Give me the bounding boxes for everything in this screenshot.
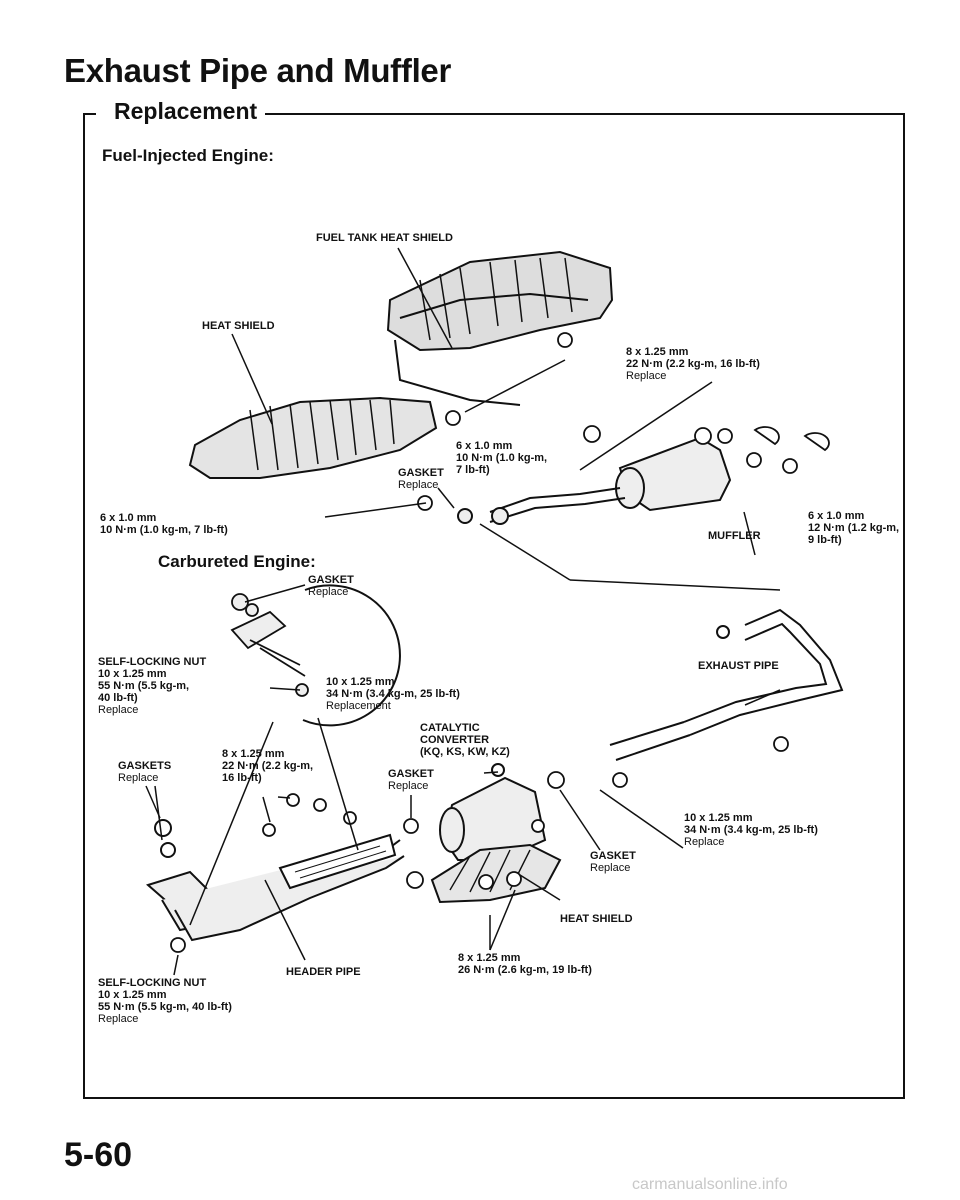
spec-line: GASKET	[308, 574, 354, 586]
spec-line: 22 N·m (2.2 kg-m, 16 lb-ft)	[626, 358, 760, 370]
spec-line: GASKETS	[118, 760, 172, 772]
gasket-flange-detail	[230, 593, 309, 697]
label-exhaust-pipe: EXHAUST PIPE	[698, 660, 779, 672]
spec-line: 10 N·m (1.0 kg-m,	[456, 452, 548, 464]
fuel-tank-heat-shield	[386, 250, 614, 406]
spec-line: 10 x 1.25 mm	[98, 989, 167, 1001]
detail-circle	[302, 584, 401, 727]
spec-line: 8 x 1.25 mm	[626, 346, 689, 358]
spec-line: 40 lb-ft)	[98, 692, 138, 704]
spec-line: GASKET	[398, 467, 444, 479]
header-pipe	[145, 819, 405, 942]
spec-line: Replace	[684, 836, 725, 848]
spec-line: 6 x 1.0 mm	[100, 512, 157, 524]
spec-line: 55 N·m (5.5 kg-m,	[98, 680, 190, 692]
carb-leader-lines	[145, 584, 781, 976]
spec-line: 22 N·m (2.2 kg-m,	[222, 760, 314, 772]
spec-line: Replace	[98, 704, 139, 716]
spec-line: 7 lb-ft)	[456, 464, 490, 476]
spec-line: 6 x 1.0 mm	[456, 440, 513, 452]
spec-line: 16 lb-ft)	[222, 772, 262, 784]
label-gasket-carb-top: GASKET Replace	[308, 574, 354, 598]
carbureted-heading: Carbureted Engine:	[158, 552, 316, 571]
self-locking-nut-bottom: SELF-LOCKING NUT 10 x 1.25 mm 55 N·m (5.…	[98, 977, 232, 1025]
spec-line: CATALYTIC	[420, 722, 480, 734]
spec-line: 10 x 1.25 mm	[98, 668, 167, 680]
spec-10x125-right: 10 x 1.25 mm 34 N·m (3.4 kg-m, 25 lb-ft)…	[684, 812, 818, 848]
spec-line: 8 x 1.25 mm	[222, 748, 285, 760]
spec-line: 9 lb-ft)	[808, 534, 842, 546]
spec-line: 10 x 1.25 mm	[326, 676, 395, 688]
spec-6x10-fi-left: 6 x 1.0 mm 10 N·m (1.0 kg-m, 7 lb-ft)	[100, 512, 228, 536]
label-header-pipe: HEADER PIPE	[286, 966, 361, 978]
spec-line: 10 N·m (1.0 kg-m, 7 lb-ft)	[100, 524, 228, 536]
spec-6x10-fi-center: 6 x 1.0 mm 10 N·m (1.0 kg-m, 7 lb-ft)	[456, 440, 547, 476]
spec-line: Replace	[388, 780, 429, 792]
spec-line: Replace	[118, 772, 159, 784]
heat-shield	[188, 396, 438, 479]
fi-fasteners	[417, 332, 830, 511]
page-number: 5-60	[64, 1136, 133, 1174]
page-title: Exhaust Pipe and Muffler	[64, 52, 452, 89]
spec-8x125-fi: 8 x 1.25 mm 22 N·m (2.2 kg-m, 16 lb-ft) …	[626, 346, 760, 382]
spec-8x125-bottom: 8 x 1.25 mm 26 N·m (2.6 kg-m, 19 lb-ft)	[458, 952, 592, 976]
catalytic-converter	[439, 763, 547, 861]
spec-10x125-center: 10 x 1.25 mm 34 N·m (3.4 kg-m, 25 lb-ft)…	[326, 676, 460, 712]
spec-line: Replace	[98, 1013, 139, 1025]
self-locking-nut-top: SELF-LOCKING NUT 10 x 1.25 mm 55 N·m (5.…	[98, 656, 206, 716]
watermark: carmanualsonline.info	[632, 1176, 788, 1193]
spec-line: 10 x 1.25 mm	[684, 812, 753, 824]
spec-line: (KQ, KS, KW, KZ)	[420, 746, 510, 758]
label-gaskets-left: GASKETS Replace	[118, 760, 171, 784]
carb-fasteners	[170, 793, 357, 953]
spec-8x125-carb-left: 8 x 1.25 mm 22 N·m (2.2 kg-m, 16 lb-ft)	[222, 748, 313, 784]
spec-line: SELF-LOCKING NUT	[98, 656, 207, 668]
spec-line: Replace	[626, 370, 667, 382]
section-heading: Replacement	[106, 98, 266, 125]
cat-heat-shield	[430, 843, 562, 904]
label-catalytic-converter: CATALYTIC CONVERTER (KQ, KS, KW, KZ)	[420, 722, 510, 758]
label-gasket-carb-right: GASKET Replace	[590, 850, 636, 874]
spec-line: Replace	[308, 586, 349, 598]
spec-line: 8 x 1.25 mm	[458, 952, 521, 964]
spec-line: Replacement	[326, 700, 391, 712]
fi-leader-lines	[231, 247, 781, 591]
fuel-injected-heading: Fuel-Injected Engine:	[102, 146, 274, 165]
label-fuel-tank-heat-shield: FUEL TANK HEAT SHIELD	[316, 232, 453, 244]
spec-line: 12 N·m (1.2 kg-m,	[808, 522, 900, 534]
spec-line: Replace	[590, 862, 631, 874]
label-muffler: MUFFLER	[708, 530, 761, 542]
exhaust-pipe	[609, 608, 844, 761]
spec-line: 6 x 1.0 mm	[808, 510, 865, 522]
spec-line: 34 N·m (3.4 kg-m, 25 lb-ft)	[326, 688, 460, 700]
spec-line: GASKET	[388, 768, 434, 780]
spec-line: CONVERTER	[420, 734, 490, 746]
carb-gaskets	[403, 736, 789, 890]
spec-line: SELF-LOCKING NUT	[98, 977, 207, 989]
spec-line: 55 N·m (5.5 kg-m, 40 lb-ft)	[98, 1001, 232, 1013]
section-frame	[83, 113, 905, 1099]
label-heat-shield: HEAT SHIELD	[202, 320, 275, 332]
label-gasket-carb-mid: GASKET Replace	[388, 768, 434, 792]
label-gasket-fi: GASKET Replace	[398, 467, 444, 491]
spec-6x10-fi-right: 6 x 1.0 mm 12 N·m (1.2 kg-m, 9 lb-ft)	[808, 510, 899, 546]
label-heat-shield-carb: HEAT SHIELD	[560, 913, 633, 925]
spec-line: GASKET	[590, 850, 636, 862]
spec-line: Replace	[398, 479, 439, 491]
spec-line: 26 N·m (2.6 kg-m, 19 lb-ft)	[458, 964, 592, 976]
spec-line: 34 N·m (3.4 kg-m, 25 lb-ft)	[684, 824, 818, 836]
